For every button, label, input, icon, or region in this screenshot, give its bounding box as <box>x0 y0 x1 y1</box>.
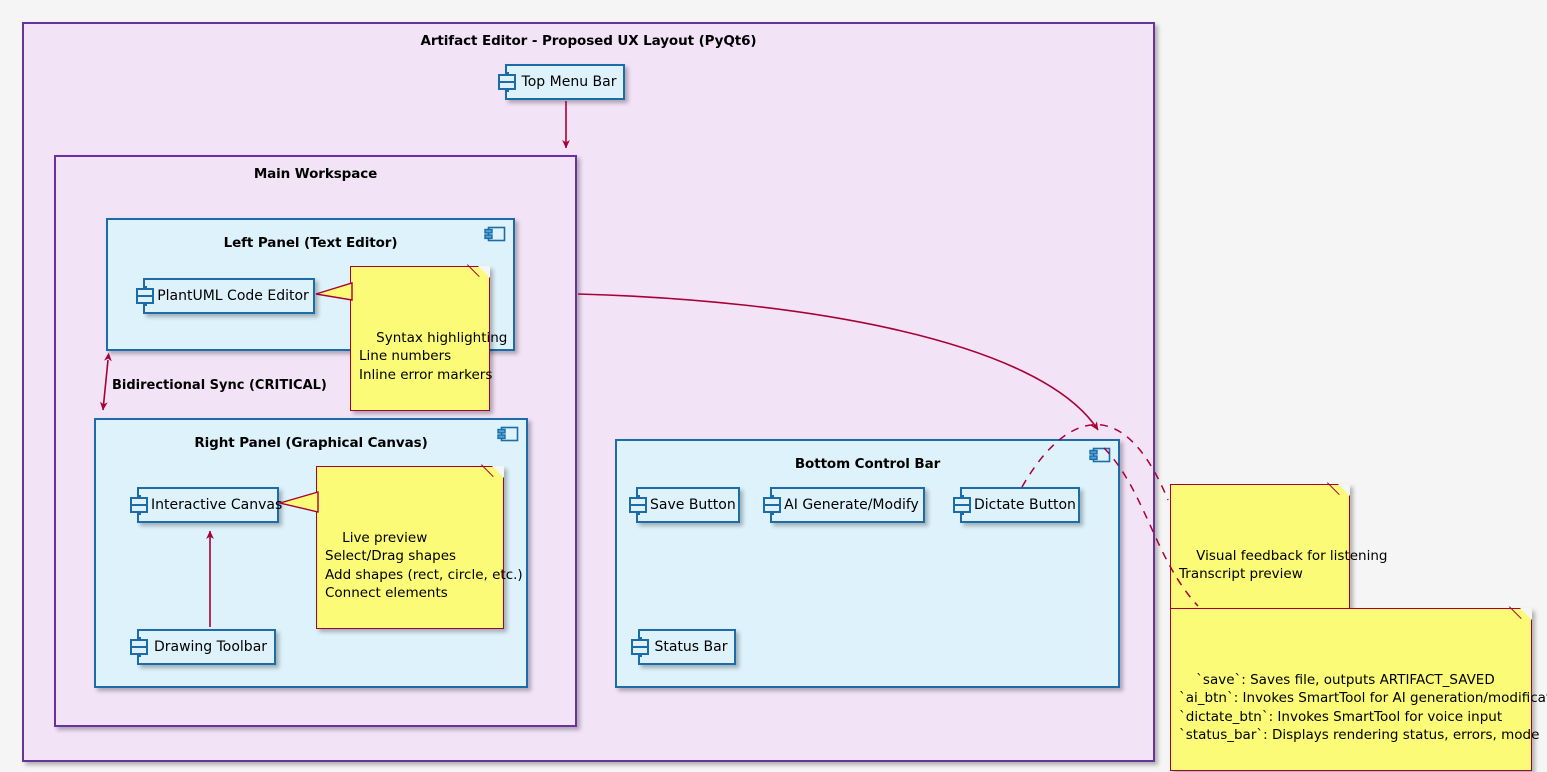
node-plantuml-code-editor[interactable]: PlantUML Code Editor <box>136 278 315 314</box>
node-label: PlantUML Code Editor <box>157 288 309 304</box>
component-port-bottom <box>953 504 971 513</box>
component-port-bottom <box>763 504 781 513</box>
node-label: Drawing Toolbar <box>153 639 268 655</box>
node-label: Dictate Button <box>974 497 1076 513</box>
note-dogear <box>478 266 490 278</box>
component-port-bottom <box>631 646 649 655</box>
note-text: Syntax highlighting Line numbers Inline … <box>359 329 508 383</box>
diagram-title: Artifact Editor - Proposed UX Layout (Py… <box>420 33 757 49</box>
node-label: Save Button <box>650 497 736 513</box>
note-text: Live preview Select/Drag shapes Add shap… <box>325 529 523 602</box>
node-drawing-toolbar[interactable]: Drawing Toolbar <box>130 629 276 665</box>
node-label: Interactive Canvas <box>151 497 283 513</box>
edge-label-bidirectional-sync: Bidirectional Sync (CRITICAL) <box>112 378 327 393</box>
node-status-bar[interactable]: Status Bar <box>631 629 736 665</box>
component-port-bottom <box>130 646 148 655</box>
note-text: Visual feedback for listening Transcript… <box>1179 547 1388 583</box>
note-control-bar-behaviors: `save`: Saves file, outputs ARTIFACT_SAV… <box>1170 594 1547 771</box>
uml-component-icon <box>497 426 519 442</box>
component-port-bottom <box>130 504 148 513</box>
left-panel-title: Left Panel (Text Editor) <box>223 235 398 251</box>
note-dogear <box>1520 608 1532 620</box>
note-text: `save`: Saves file, outputs ARTIFACT_SAV… <box>1179 671 1547 744</box>
note-dogear <box>1338 484 1350 496</box>
node-ai-generate-modify-button[interactable]: AI Generate/Modify <box>763 487 925 523</box>
main-workspace-title: Main Workspace <box>253 166 378 182</box>
node-label: Top Menu Bar <box>521 74 617 90</box>
uml-component-icon <box>1089 447 1111 463</box>
node-top-menu-bar[interactable]: Top Menu Bar <box>498 64 625 100</box>
note-dogear <box>492 466 504 478</box>
node-interactive-canvas[interactable]: Interactive Canvas <box>130 487 283 523</box>
bottom-control-bar-title: Bottom Control Bar <box>794 456 941 472</box>
note-dictate-feedback: Visual feedback for listening Transcript… <box>1170 470 1388 610</box>
node-label: AI Generate/Modify <box>784 497 919 513</box>
uml-component-icon <box>484 226 506 242</box>
node-save-button[interactable]: Save Button <box>629 487 740 523</box>
note-text-editor-features: Syntax highlighting Line numbers Inline … <box>350 252 507 411</box>
node-dictate-button[interactable]: Dictate Button <box>953 487 1080 523</box>
component-port-bottom <box>136 295 154 304</box>
note-canvas-features: Live preview Select/Drag shapes Add shap… <box>316 452 523 629</box>
node-label: Status Bar <box>654 639 728 655</box>
component-port-bottom <box>629 504 647 513</box>
right-panel-title: Right Panel (Graphical Canvas) <box>194 435 428 451</box>
component-port-bottom <box>498 81 516 90</box>
